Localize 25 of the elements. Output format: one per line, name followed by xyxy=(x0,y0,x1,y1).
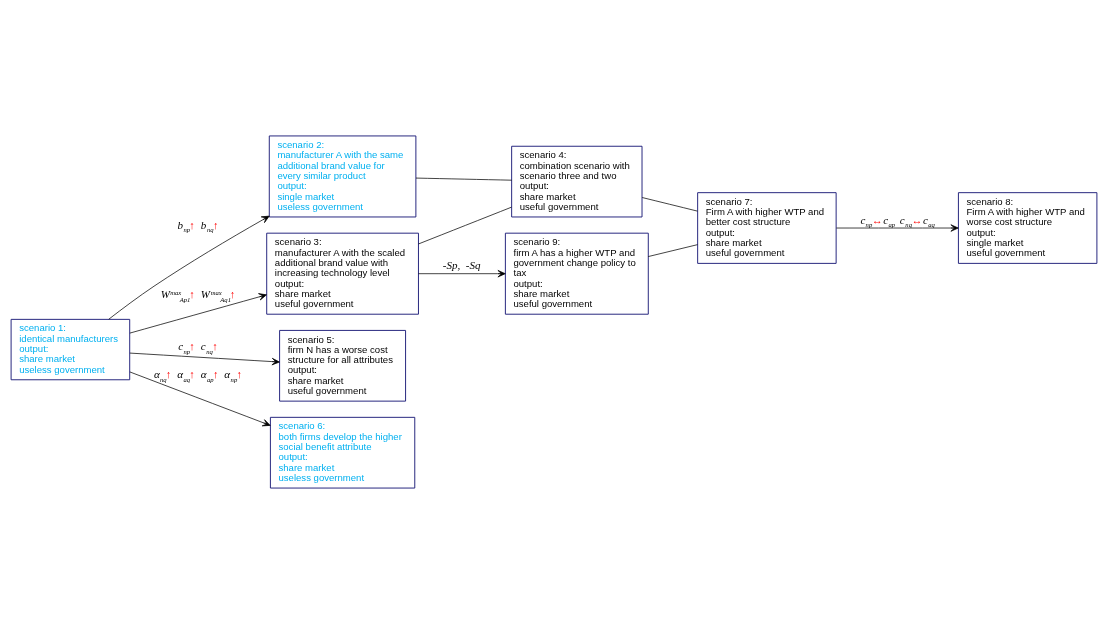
connector xyxy=(641,197,698,212)
edge-label: c$_{np}$↔c$_{ap}$ c$_{nq}$↔c$_{aq}$ xyxy=(860,213,935,229)
edge-label: -Sp, -Sq xyxy=(442,259,481,272)
arrow xyxy=(108,215,270,320)
node-box: scenario 2: manufacturer A with the same additional brand value for every similar product output: single market useless government xyxy=(268,135,417,218)
edge-label: b$_{np}$↑ b$_{nq}$↑ xyxy=(177,218,219,234)
arrow xyxy=(129,293,267,334)
connector xyxy=(415,177,512,181)
node-box: scenario 6: both firms develop the higher social benefit attribute output: share market useless government xyxy=(269,416,416,489)
arrow xyxy=(418,270,506,278)
connector xyxy=(418,206,512,245)
node-box: scenario 9: firm A has a higher WTP and government change policy to tax output: share market useful government xyxy=(504,232,649,315)
arrow xyxy=(836,224,959,232)
node-box: scenario 7: Firm A with higher WTP and better cost structure output: share market useful government xyxy=(697,192,837,264)
connector xyxy=(647,244,698,257)
arrow xyxy=(129,371,271,427)
node-box: scenario 4: combination scenario with scenario three and two output: share market useful government xyxy=(511,145,643,218)
edge-label: α$_{nq}$↑ α$_{aq}$↑ α$_{ap}$↑ α$_{np}$↑ xyxy=(154,368,243,383)
node-box: scenario 3: manufacturer A with the scaled additional brand value with increasing technology level output: share market useful government xyxy=(266,232,419,315)
node-box: scenario 8: Firm A with higher WTP and worse cost structure output: single market useful government xyxy=(957,192,1098,264)
node-box: scenario 1: identical manufacturers output: share market useless government xyxy=(10,318,131,381)
edge-label: W$^{max}$$_{Ap1}$↑ W$^{max}$$_{Aq1}$↑ xyxy=(160,288,236,303)
node-box: scenario 5: firm N has a worse cost structure for all attributes output: share market useful government xyxy=(279,329,407,402)
edge-label: c$_{np}$↑ c$_{nq}$↑ xyxy=(178,340,218,355)
arrow xyxy=(129,352,280,366)
